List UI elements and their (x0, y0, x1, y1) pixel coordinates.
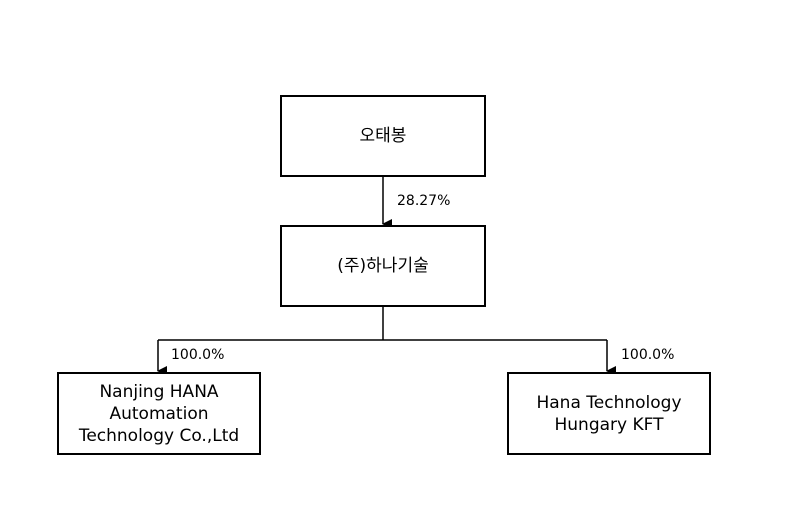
node-parent-label: (주)하나기술 (337, 256, 429, 276)
node-parent: (주)하나기술 (280, 225, 486, 307)
node-sub2-label: Hana Technology Hungary KFT (536, 392, 682, 435)
node-owner-label: 오태봉 (359, 126, 407, 146)
node-sub1-label: Nanjing HANA Automation Technology Co.,L… (78, 381, 240, 446)
edge-parent-sub1-label: 100.0% (171, 347, 225, 363)
edge-parent-sub2-label: 100.0% (621, 347, 675, 363)
node-owner: 오태봉 (280, 95, 486, 177)
node-sub2: Hana Technology Hungary KFT (507, 372, 711, 455)
node-sub1: Nanjing HANA Automation Technology Co.,L… (57, 372, 261, 455)
edge-owner-parent-label: 28.27% (397, 193, 451, 209)
